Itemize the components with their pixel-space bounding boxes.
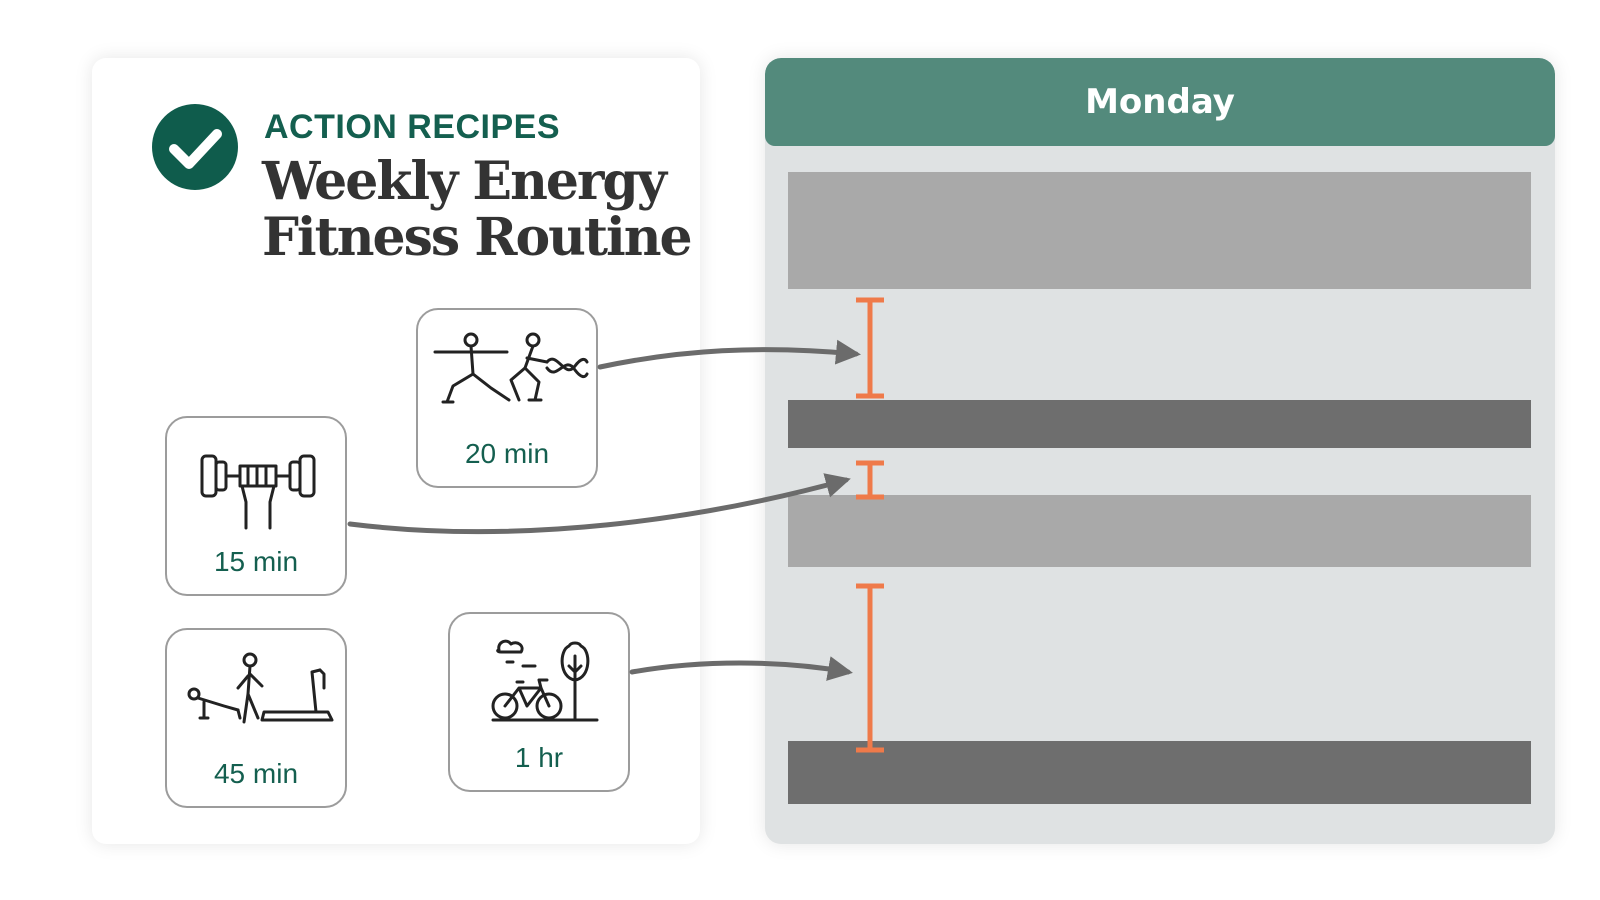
activity-duration: 15 min xyxy=(213,546,299,577)
pushup-treadmill-icon xyxy=(187,652,334,724)
activity-duration: 1 hr xyxy=(514,742,564,773)
free-slot-marker xyxy=(856,297,884,399)
activity-tile-gym[interactable]: 45 min xyxy=(165,628,347,808)
day-header: Monday xyxy=(765,58,1555,146)
busy-block xyxy=(788,495,1531,567)
activity-duration: 45 min xyxy=(213,758,299,789)
busy-block xyxy=(788,400,1531,448)
activity-duration: 20 min xyxy=(464,438,550,469)
day-schedule: Monday xyxy=(765,58,1555,844)
activity-tile-bike[interactable]: 1 hr xyxy=(448,612,630,792)
free-slot-marker xyxy=(856,583,884,753)
free-slot-marker xyxy=(856,460,884,500)
page-title: Weekly Energy Fitness Routine xyxy=(262,151,693,268)
arrow-connector xyxy=(347,473,851,535)
arrow-connector xyxy=(629,656,853,681)
dumbbell-fist-icon xyxy=(200,454,316,530)
activity-tile-strength[interactable]: 15 min xyxy=(165,416,347,596)
arrow-connector xyxy=(597,339,861,370)
busy-block xyxy=(788,172,1531,289)
title-line-1: Weekly Energy xyxy=(262,151,667,212)
yoga-and-battle-rope-icon xyxy=(433,332,589,404)
section-eyebrow: ACTION RECIPES xyxy=(264,108,561,146)
busy-block xyxy=(788,741,1531,804)
title-line-2: Fitness Routine xyxy=(262,207,693,268)
activity-tile-stretch-cardio[interactable]: 20 min xyxy=(416,308,598,488)
bicycle-park-icon xyxy=(491,639,599,722)
checkmark-icon xyxy=(152,104,238,190)
